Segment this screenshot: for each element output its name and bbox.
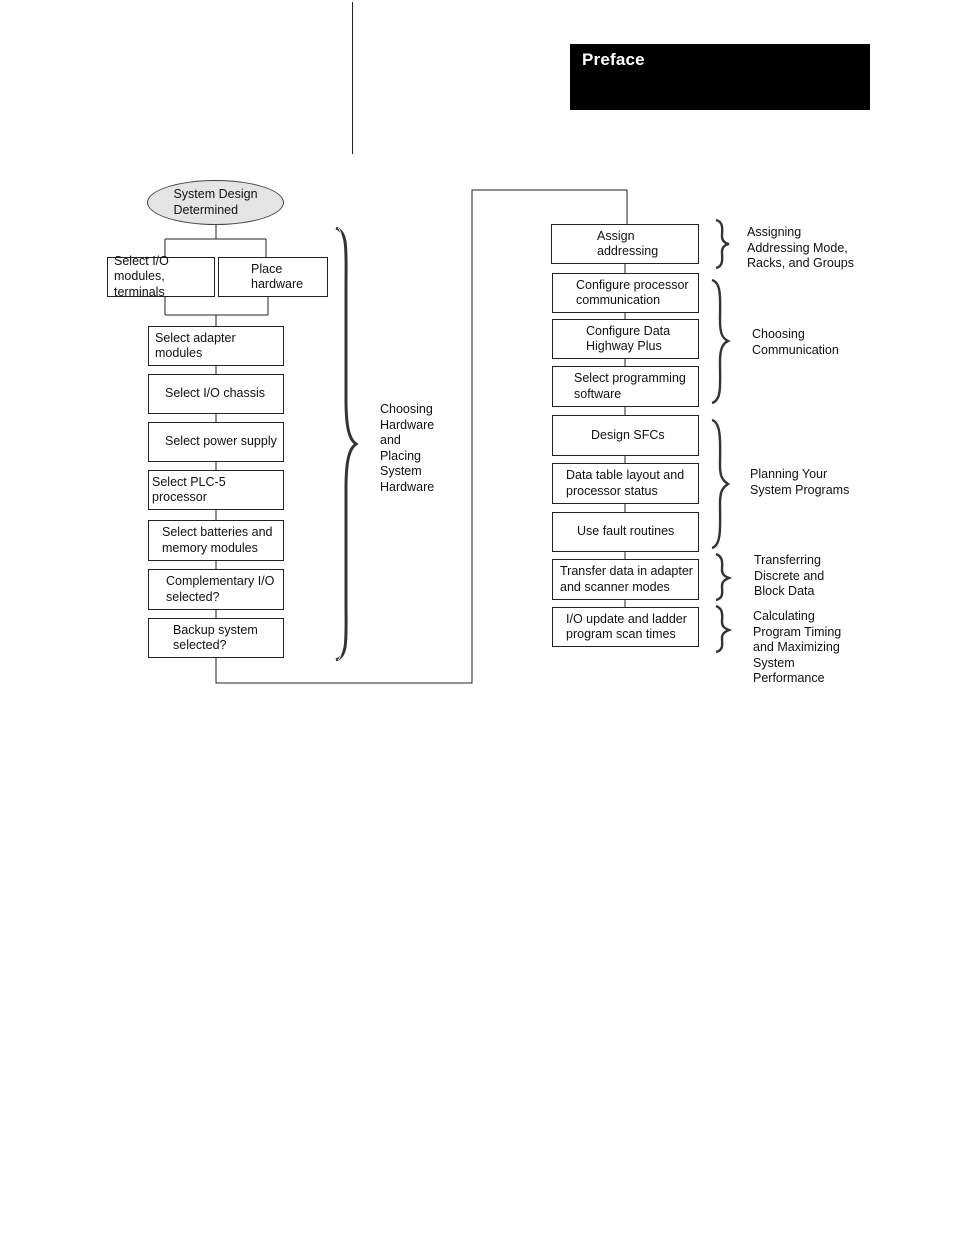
select-io-chassis-box: Select I/O chassis <box>148 374 284 414</box>
select-processor-box: Select PLC-5 processor <box>148 470 284 510</box>
data-table-layout-box: Data table layout and processor status <box>552 463 699 504</box>
use-fault-routines-box: Use fault routines <box>552 512 699 552</box>
configure-processor-comm-box: Configure processor communication <box>552 273 699 313</box>
group-label-addressing: Assigning Addressing Mode, Racks, and Gr… <box>747 225 854 271</box>
select-io-box: Select I/O modules, terminals <box>107 254 215 299</box>
group-label-communication: Choosing Communication <box>752 327 839 357</box>
start-node: System Design Determined <box>147 180 284 225</box>
complementary-io-box: Complementary I/O selected? <box>148 569 284 610</box>
margin-rule <box>352 2 353 154</box>
group-label-programs: Planning Your System Programs <box>750 467 850 497</box>
design-sfcs-box: Design SFCs <box>552 415 699 456</box>
group-label-timing: Calculating Program Timing and Maximizin… <box>753 609 842 686</box>
select-power-supply-box: Select power supply <box>148 422 284 462</box>
configure-dh-plus-box: Configure Data Highway Plus <box>552 319 699 359</box>
section-title: Preface <box>582 50 645 69</box>
select-programming-software-box: Select programming software <box>552 366 699 407</box>
io-update-box: I/O update and ladder program scan times <box>552 607 699 647</box>
select-adapter-box: Select adapter modules <box>148 326 284 366</box>
backup-system-box: Backup system selected? <box>148 618 284 658</box>
select-batteries-box: Select batteries and memory modules <box>148 520 284 561</box>
group-label-transferring: Transferring Discrete and Block Data <box>754 553 825 599</box>
assign-addressing-box: Assign addressing <box>551 224 699 264</box>
section-header: Preface <box>570 44 870 110</box>
group-label-hardware: Choosing Hardware and Placing System Har… <box>380 402 435 494</box>
place-hardware-box: Place hardware <box>218 257 328 297</box>
transfer-data-box: Transfer data in adapter and scanner mod… <box>552 559 699 600</box>
